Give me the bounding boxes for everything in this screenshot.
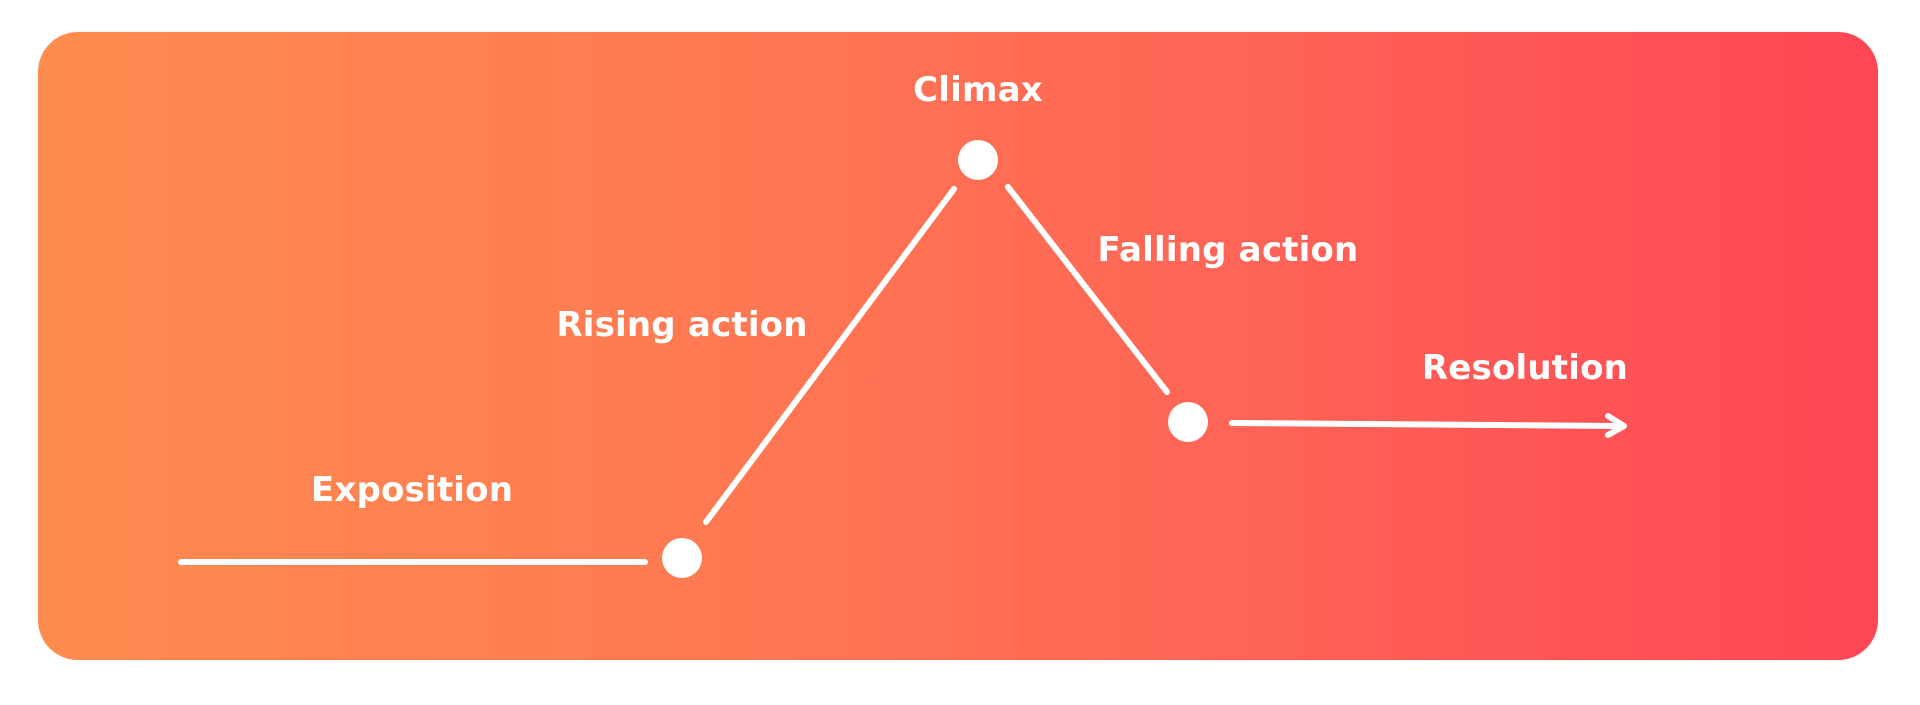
falling-end-node <box>1168 402 1208 442</box>
falling-action-line <box>1005 184 1170 395</box>
resolution-label: Resolution <box>1421 348 1629 388</box>
climax-node <box>958 140 998 180</box>
falling-action-label: Falling action <box>1097 230 1359 270</box>
rising-action-label: Rising action <box>556 305 808 345</box>
resolution-line <box>1229 420 1623 429</box>
exposition-end-node <box>662 538 702 578</box>
climax-label: Climax <box>913 70 1043 110</box>
resolution-arrowhead <box>1605 413 1627 438</box>
rising-action-line <box>703 186 957 525</box>
diagram-background-card <box>38 32 1878 660</box>
exposition-label: Exposition <box>310 470 514 510</box>
